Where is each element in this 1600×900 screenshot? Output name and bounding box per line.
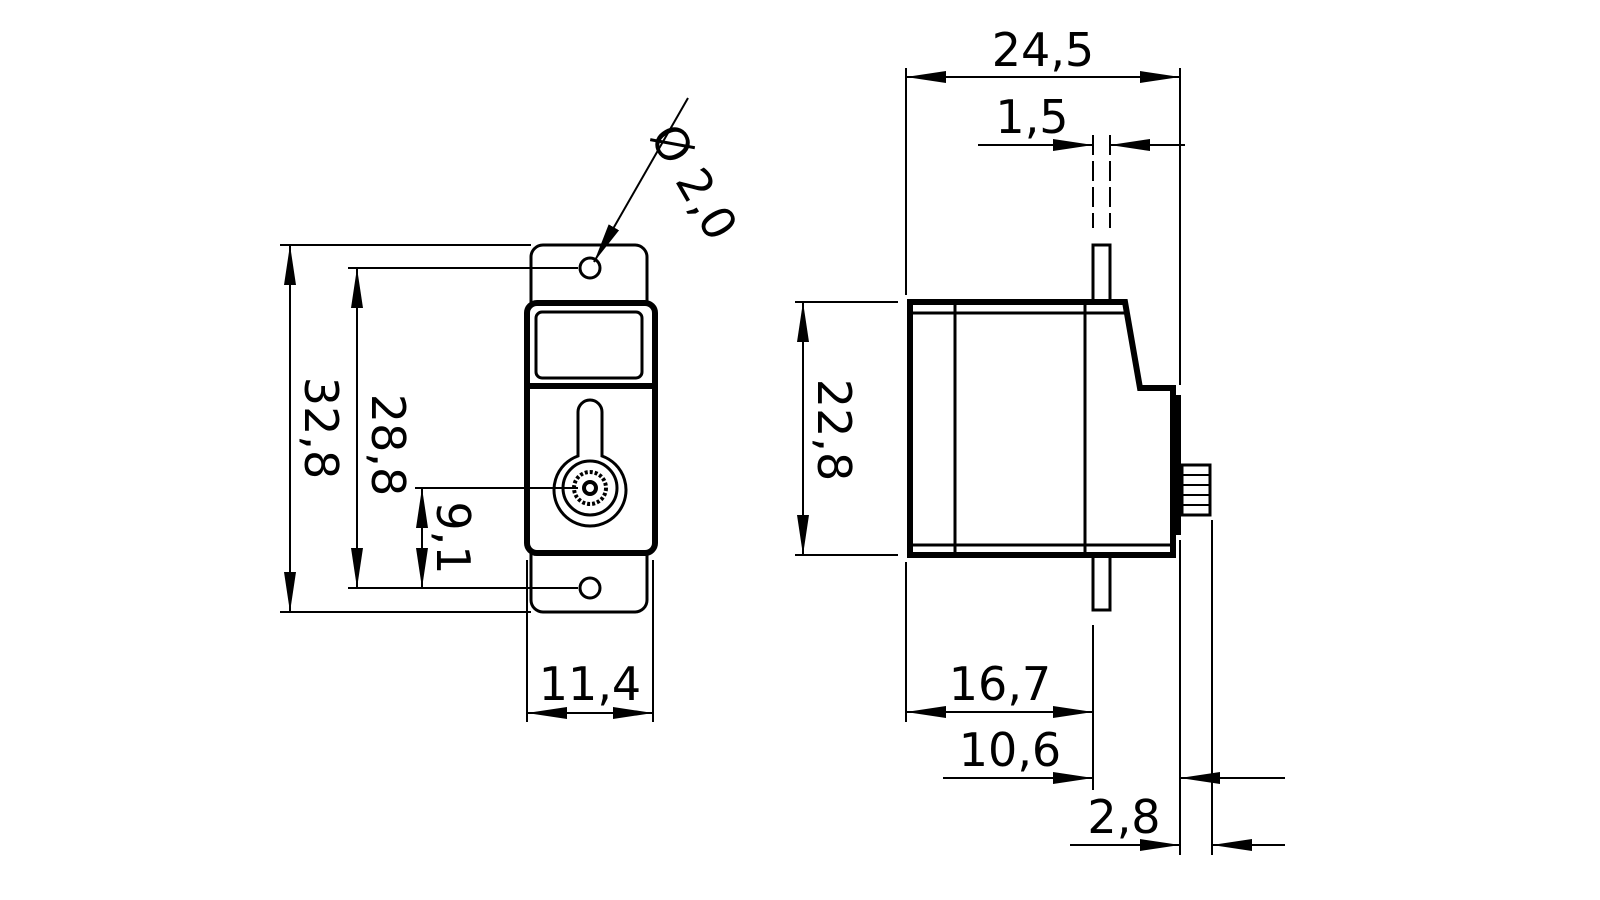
upper-window — [534, 310, 644, 380]
keyhole-recess — [552, 398, 628, 528]
dim-hole-spacing: 28,8 — [361, 394, 415, 496]
mounting-hole-bottom — [578, 576, 602, 600]
output-spline — [1180, 463, 1212, 517]
mounting-hole-top — [578, 256, 602, 280]
dim-spline-height: 2,8 — [1087, 790, 1160, 844]
dim-hole-diameter: Ø 2,0 — [639, 115, 748, 249]
servo-body-side — [907, 299, 1176, 558]
servo-body-front — [524, 300, 658, 556]
mounting-tab-top — [1091, 243, 1112, 304]
dim-depth-overall: 24,5 — [992, 23, 1094, 77]
mounting-tab-bottom — [1091, 553, 1112, 612]
spline-gear-icon — [572, 470, 608, 506]
dim-shaft-to-hole: 9,1 — [426, 501, 480, 574]
dim-body-height: 22,8 — [807, 379, 861, 481]
dim-tab-thickness: 1,5 — [995, 90, 1068, 144]
dim-body-to-tab: 16,7 — [949, 657, 1051, 711]
side-view: 24,5 1,5 22,8 16,7 10,6 2,8 — [795, 23, 1285, 855]
dim-tab-to-top: 10,6 — [959, 723, 1061, 777]
dim-width: 11,4 — [539, 657, 641, 711]
front-view: 32,8 28,8 9,1 11,4 Ø 2,0 — [280, 97, 748, 722]
dim-height-overall: 32,8 — [294, 377, 348, 479]
